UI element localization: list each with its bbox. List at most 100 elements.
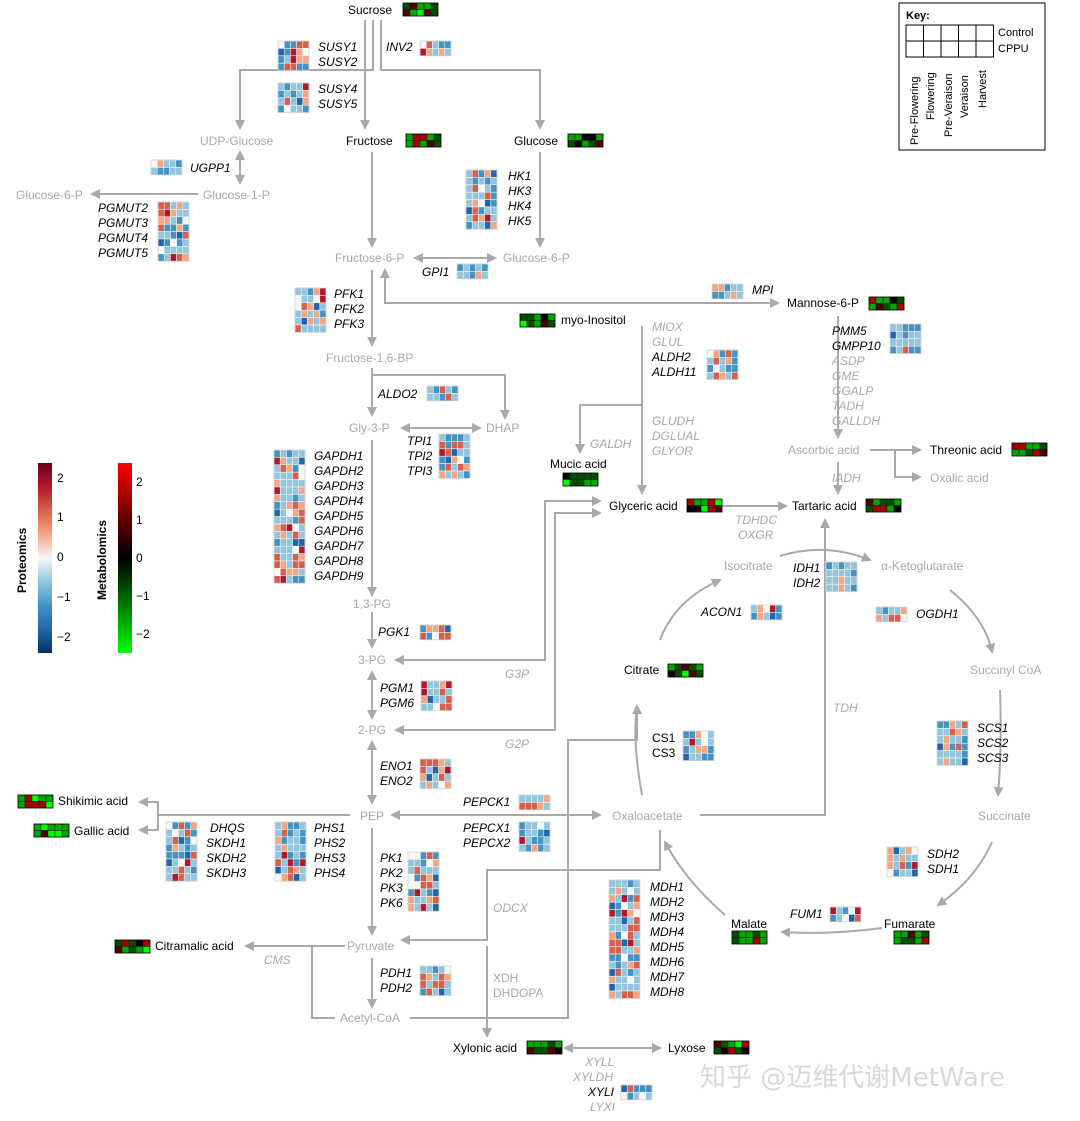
gene-cs3: CS3: [652, 746, 676, 760]
gene-gapdh3: GAPDH3: [314, 479, 364, 493]
metabolite-acetyl-coa: Acetyl-CoA: [340, 1011, 400, 1025]
proteomics-colorbar: 2 1 0 −1 −2 Proteomics: [15, 463, 71, 653]
proteomics-heatmap: [620, 1084, 653, 1101]
metabolomics-heatmap: [405, 133, 442, 148]
metabolomics-heatmap: [562, 472, 599, 487]
metabolite-glucose: Glucose: [514, 134, 558, 148]
gene-pk2: PK2: [380, 866, 403, 880]
metabolite-citrate: Citrate: [624, 663, 660, 677]
key-row-cppu: CPPU: [998, 43, 1029, 55]
gene-xdh: XDH: [493, 971, 518, 985]
proteomics-heatmap: [157, 201, 190, 262]
gene-glyor: GLYOR: [652, 444, 693, 458]
metabolite-succinate: Succinate: [978, 809, 1031, 823]
gene-gme: GME: [832, 369, 860, 383]
gene-oxgr: OXGR: [738, 528, 774, 542]
gene-phs2: PHS2: [314, 836, 346, 850]
metabolomics-heatmap: [667, 663, 704, 678]
gene-phs3: PHS3: [314, 851, 346, 865]
proteomics-heatmap: [274, 821, 307, 882]
key-cell: [975, 40, 994, 58]
metabolite-succinyl-coa: Succinyl CoA: [970, 663, 1041, 677]
metabolomics-tick: 2: [136, 475, 143, 489]
proteomics-heatmap: [889, 323, 922, 354]
gene-g3p: G3P: [505, 667, 529, 681]
key-stage-pre-veraison: Pre-Veraison: [943, 73, 955, 137]
gene-skdh3: SKDH3: [206, 866, 246, 880]
gene-gapdh5: GAPDH5: [314, 509, 364, 523]
gene-miox: MIOX: [652, 320, 684, 334]
gene-pepcx2: PEPCX2: [463, 836, 511, 850]
metabolite-udp-glucose: UDP-Glucose: [200, 134, 274, 148]
gene-ugpp1: UGPP1: [190, 161, 231, 175]
metabolite-xylonic-acid: Xylonic acid: [453, 1041, 517, 1055]
gene-pgmut5: PGMUT5: [98, 246, 148, 260]
proteomics-heatmap: [420, 680, 453, 711]
gene-hk5: HK5: [508, 214, 532, 228]
gene-idh1: IDH1: [793, 561, 820, 575]
proteomics-heatmap: [518, 821, 551, 852]
key-stage-harvest: Harvest: [977, 70, 989, 108]
proteomics-heatmap: [456, 263, 489, 280]
gene-pk6: PK6: [380, 896, 403, 910]
gene-pgk1: PGK1: [378, 625, 410, 639]
key-row-control: Control: [998, 27, 1033, 39]
metabolite-myo-inositol: myo-Inositol: [561, 313, 626, 327]
gene-tadh: TADH: [832, 399, 864, 413]
proteomics-heatmap: [706, 349, 739, 380]
metabolite-alpha-ketoglutarate: α-Ketoglutarate: [881, 559, 964, 573]
gene-pfk3: PFK3: [334, 317, 364, 331]
key-box: Key: Control CPPU Pre-Flowering Flowerin…: [898, 2, 1046, 151]
gene-tpi1: TPI1: [407, 434, 432, 448]
proteomics-heatmap: [419, 758, 452, 789]
gene-lyxi: LYXI: [590, 1100, 616, 1114]
gene-cms: CMS: [264, 953, 291, 967]
proteomics-heatmap: [419, 624, 452, 641]
gene-gapdh9: GAPDH9: [314, 569, 364, 583]
gene-pdh2: PDH2: [380, 981, 412, 995]
metabolomics-heatmap: [686, 498, 723, 513]
gene-galdh: GALDH: [590, 437, 632, 451]
metabolite-oxalic-acid: Oxalic acid: [930, 471, 989, 485]
key-title: Key:: [906, 10, 930, 22]
proteomics-heatmap: [150, 159, 183, 176]
proteomics-heatmap: [682, 730, 715, 761]
gene-gapdh1: GAPDH1: [314, 449, 363, 463]
metabolite-mucic-acid: Mucic acid: [550, 457, 607, 471]
metabolomics-heatmap: [519, 313, 556, 328]
proteomics-heatmap: [465, 169, 498, 230]
proteomics-heatmap: [936, 720, 969, 766]
metabolite-ascorbic-acid: Ascorbic acid: [788, 443, 859, 457]
proteomics-heatmap: [407, 851, 440, 912]
gene-gludh: GLUDH: [652, 414, 694, 428]
reaction-arrows: [90, 20, 1004, 1053]
metabolite-malate: Malate: [731, 917, 767, 931]
metabolomics-heatmap: [17, 794, 54, 809]
gene-mdh8: MDH8: [650, 985, 684, 999]
proteomics-tick: −1: [57, 590, 71, 604]
proteomics-heatmap: [165, 821, 198, 882]
gene-mpi: MPI: [752, 283, 774, 297]
gene-odcx: ODCX: [493, 901, 529, 915]
gene-pgm6: PGM6: [380, 696, 414, 710]
gene-phs4: PHS4: [314, 866, 346, 880]
gene-cs1: CS1: [652, 731, 676, 745]
gene-pgmut3: PGMUT3: [98, 216, 148, 230]
metabolite-threonic-acid: Threonic acid: [930, 443, 1002, 457]
metabolite-dhap: DHAP: [486, 421, 519, 435]
metabolite-gallic-acid: Gallic acid: [74, 824, 129, 838]
proteomics-heatmap: [277, 82, 310, 113]
gene-tdhdc: TDHDC: [735, 513, 777, 527]
metabolite-3-pg: 3-PG: [358, 653, 386, 667]
metabolite-fructose-1-6-bp: Fructose-1,6-BP: [326, 351, 413, 365]
metabolite-pep: PEP: [360, 809, 384, 823]
metabolomics-heatmap: [526, 1040, 563, 1055]
gene-galldh: GALLDH: [832, 414, 880, 428]
gene-tpi3: TPI3: [407, 464, 433, 478]
proteomics-heatmap: [438, 433, 471, 479]
gene-gmpp10: GMPP10: [832, 339, 881, 353]
proteomics-gradient: [38, 463, 52, 653]
metabolomics-heatmap: [33, 823, 70, 838]
gene-skdh2: SKDH2: [206, 851, 246, 865]
